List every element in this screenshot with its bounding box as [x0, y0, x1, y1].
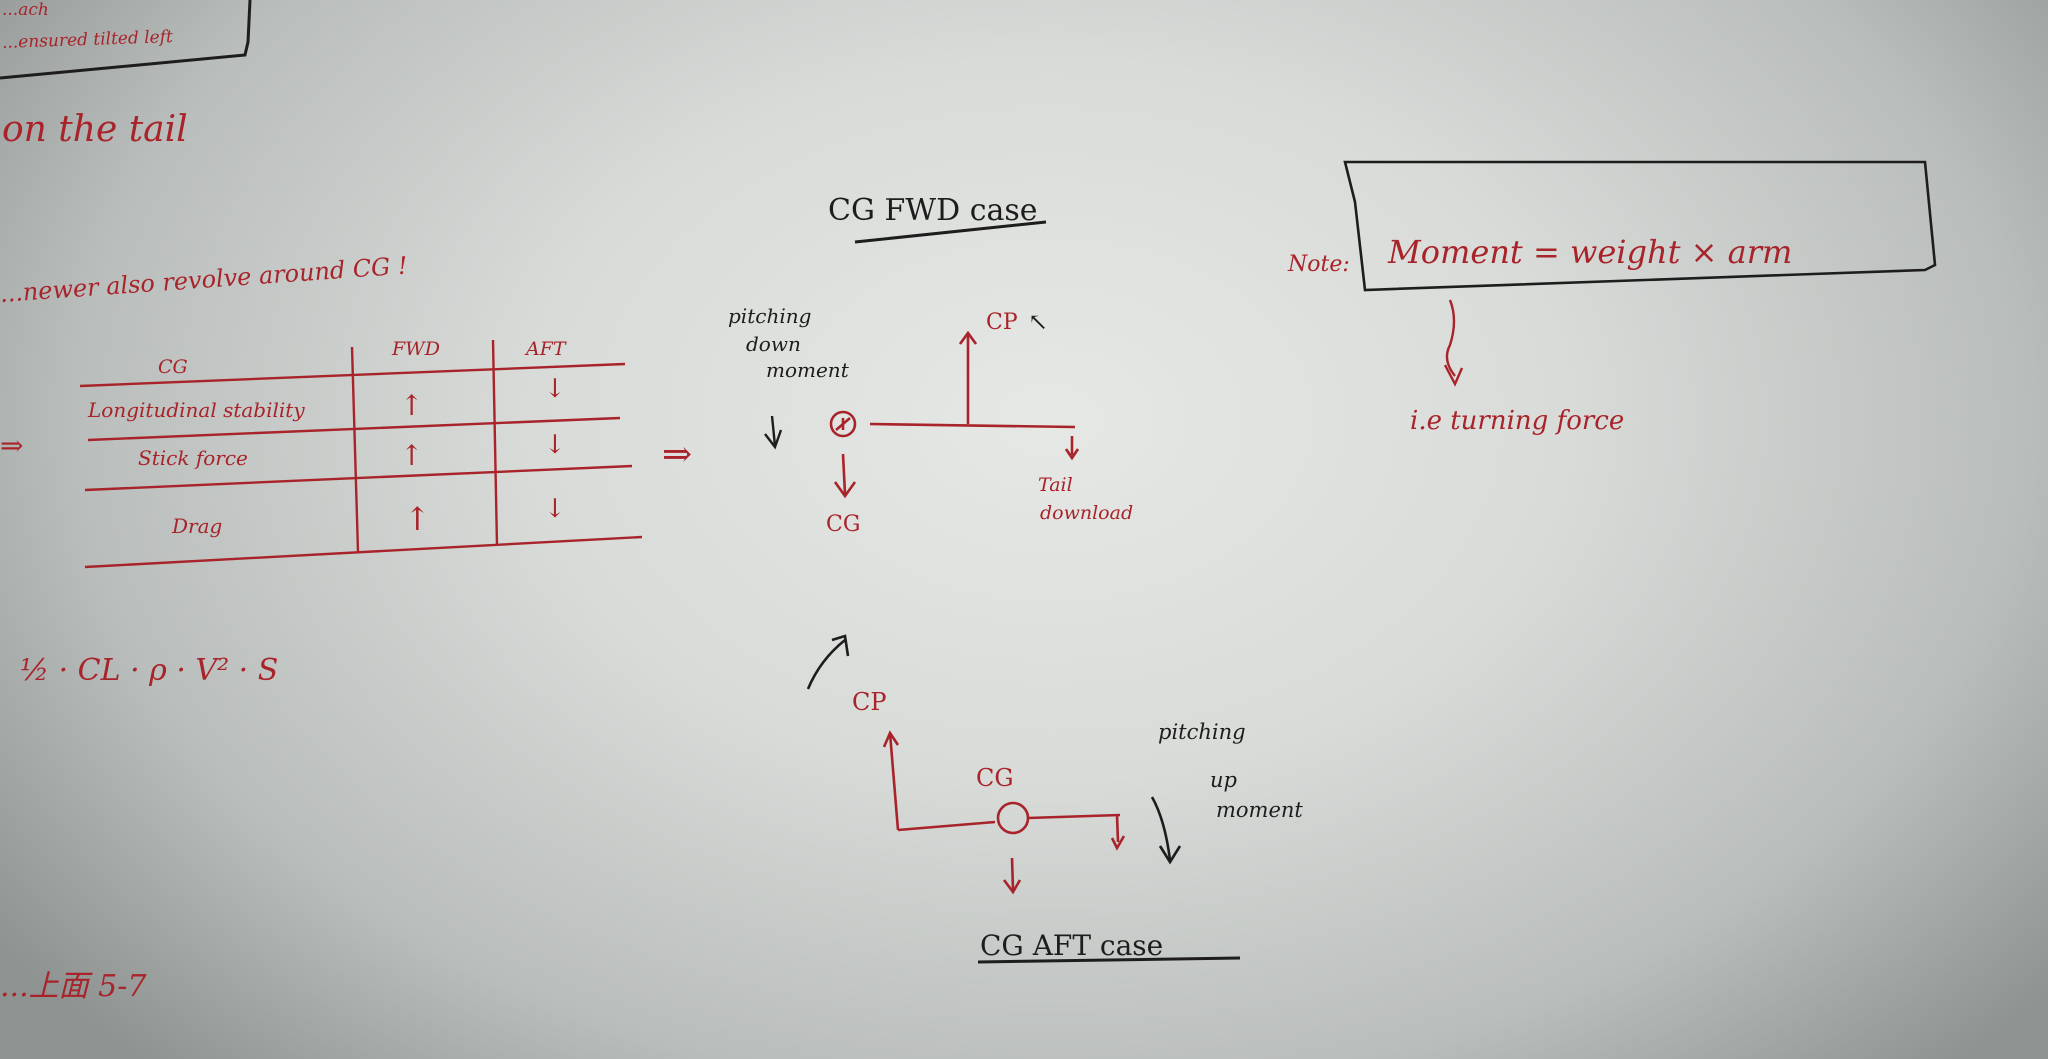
lift-formula: ½ · CL · ρ · V² · S [20, 653, 279, 688]
aft-title-underline [977, 956, 1241, 964]
table-row-label: Stick force [138, 446, 248, 470]
left-implies-arrow: ⇒ [0, 429, 24, 462]
pitching-up-label-2: up [1210, 768, 1237, 792]
cg-table-lines [79, 339, 643, 569]
cp-shift-arrow-aft [806, 634, 850, 690]
note-explanation: i.e turning force [1410, 406, 1625, 436]
chinese-note: ...上面 5-7 [0, 969, 147, 1004]
fwd-cp-label: CP [986, 310, 1018, 335]
aft-cp-label: CP [852, 688, 887, 716]
pitching-down-label-1: pitching [728, 304, 812, 328]
table-row-aft: ↓ [544, 494, 566, 524]
pitching-down-label-2: down [746, 332, 801, 356]
pitching-up-arrow [1150, 796, 1182, 865]
table-row-aft: ↓ [544, 430, 566, 460]
tail-download-label-1: Tail [1038, 474, 1073, 496]
top-left-box-line1: ...ach [2, 0, 49, 20]
implies-arrow: ⇒ [662, 434, 693, 475]
table-row-label: Drag [172, 514, 223, 538]
fwd-case-diagram [829, 330, 1080, 499]
table-header-fwd: FWD [392, 338, 440, 360]
table-header-aft: AFT [526, 338, 566, 360]
aft-cg-label: CG [976, 764, 1014, 792]
fwd-cg-label: CG [826, 512, 861, 537]
pitching-down-arrow [764, 415, 783, 450]
table-row-aft: ↓ [544, 374, 566, 404]
fwd-cp-shift-icon: ↖ [1028, 308, 1049, 336]
top-left-box-border [0, 0, 252, 80]
fwd-title-underline [854, 220, 1047, 244]
note-formula: Moment = weight × arm [1388, 233, 1793, 271]
table-row-fwd: ↑ [400, 389, 424, 422]
note-box-border [1343, 160, 1937, 292]
table-row-fwd: ↑ [404, 500, 431, 538]
fwd-case-title: CG FWD case [828, 193, 1038, 228]
pitching-down-label-3: moment [766, 358, 849, 382]
note-down-arrow [1443, 299, 1464, 387]
pitching-up-label-3: moment [1216, 798, 1303, 822]
aft-case-diagram [882, 730, 1126, 895]
note-prefix: Note: [1288, 252, 1350, 277]
table-header-cg: CG [158, 356, 188, 378]
table-row-fwd: ↑ [400, 439, 424, 472]
table-row-label: Longitudinal stability [88, 398, 305, 422]
aft-case-title: CG AFT case [980, 929, 1164, 962]
pitching-up-label-1: pitching [1158, 720, 1246, 744]
heading-on-the-tail: on the tail [2, 109, 188, 150]
tail-download-label-2: download [1040, 502, 1134, 524]
